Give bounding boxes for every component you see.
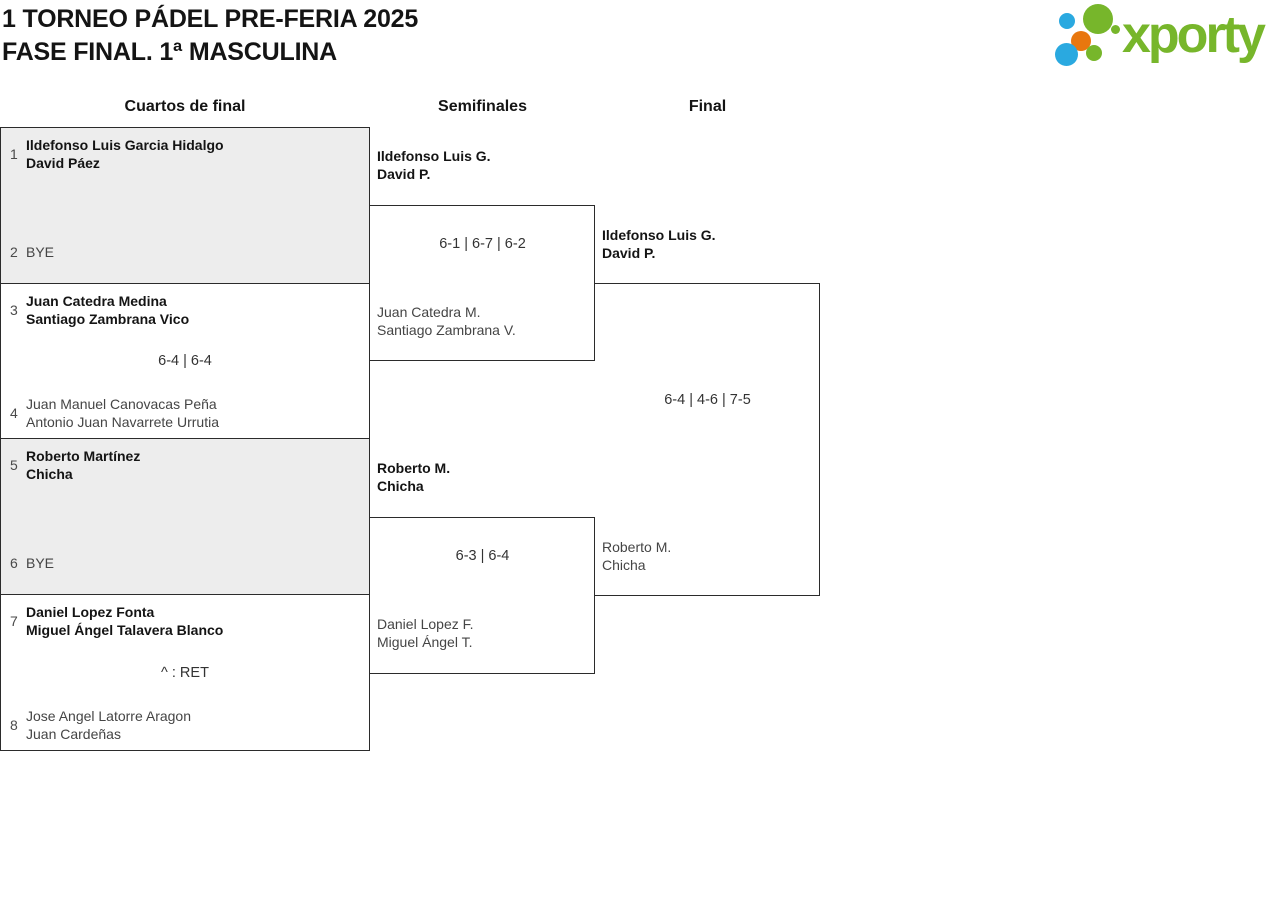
seed-number: 4 [10,405,18,421]
player-name: Santiago Zambrana Vico [26,311,190,327]
advancing-team-label: Juan Catedra M. Santiago Zambrana V. [377,303,516,339]
seed-number: 1 [10,146,18,162]
player-name: Roberto M. [377,460,451,476]
match-score: ^ : RET [161,665,209,681]
advancing-team-label: Ildefonso Luis G. David P. [377,147,491,183]
participant-pair: 7 Daniel Lopez Fonta Miguel Ángel Talave… [10,603,361,639]
match-score: 6-4 | 4-6 | 7-5 [664,392,751,408]
match-score: 6-3 | 6-4 [455,548,510,564]
participant-pair: 2 BYE [10,243,361,261]
player-name: Antonio Juan Navarrete Urrutia [26,414,219,430]
team-names: Jose Angel Latorre Aragon Juan Cardeñas [26,707,191,743]
match-quarterfinal-1: 1 Ildefonso Luis Garcia Hidalgo David Pá… [0,127,370,284]
player-name: Daniel Lopez Fonta [26,604,155,620]
player-name: Juan Cardeñas [26,726,121,742]
team-names: BYE [26,554,54,572]
participant-pair: 5 Roberto Martínez Chicha [10,447,361,483]
seed-number: 2 [10,244,18,260]
xporty-logo[interactable]: xporty [1050,0,1278,70]
team-names: BYE [26,243,54,261]
column-header-quarterfinals: Cuartos de final [124,98,246,115]
player-name: Jose Angel Latorre Aragon [26,708,192,724]
participant-pair: 8 Jose Angel Latorre Aragon Juan Cardeña… [10,707,361,743]
player-name: Miguel Ángel T. [377,634,473,650]
player-name: Ildefonso Luis G. [377,148,491,164]
logo-dot-icon [1086,45,1102,61]
player-name: Chicha [602,557,646,573]
participant-pair: 6 BYE [10,554,361,572]
team-names: Ildefonso Luis Garcia Hidalgo David Páez [26,136,224,172]
advancing-team-label: Roberto M. Chicha [602,538,671,574]
logo-wordmark: xporty [1122,6,1266,64]
player-name: Roberto M. [602,539,672,555]
match-semifinal-1 [370,205,595,361]
player-name: Ildefonso Luis Garcia Hidalgo [26,137,224,153]
player-name: Ildefonso Luis G. [602,227,716,243]
player-name: Juan Manuel Canovacas Peña [26,396,217,412]
seed-number: 3 [10,302,18,318]
match-quarterfinal-2: 3 Juan Catedra Medina Santiago Zambrana … [0,283,370,439]
player-name: David P. [377,166,431,182]
match-semifinal-2 [370,517,595,674]
seed-number: 8 [10,717,18,733]
player-name: Daniel Lopez F. [377,616,474,632]
player-name: BYE [26,555,55,571]
team-names: Roberto Martínez Chicha [26,447,140,483]
match-quarterfinal-3: 5 Roberto Martínez Chicha 6 BYE [0,438,370,595]
participant-pair: 1 Ildefonso Luis Garcia Hidalgo David Pá… [10,136,361,172]
team-names: Juan Catedra Medina Santiago Zambrana Vi… [26,292,189,328]
logo-dot-icon [1083,4,1113,34]
player-name: David Páez [26,155,100,171]
seed-number: 6 [10,555,18,571]
participant-pair: 4 Juan Manuel Canovacas Peña Antonio Jua… [10,395,361,431]
advancing-team-label: Daniel Lopez F. Miguel Ángel T. [377,615,474,651]
match-quarterfinal-4: 7 Daniel Lopez Fonta Miguel Ángel Talave… [0,594,370,751]
player-name: David P. [602,245,656,261]
participant-pair: 3 Juan Catedra Medina Santiago Zambrana … [10,292,361,328]
logo-dot-icon [1111,25,1120,34]
phase-subtitle: FASE FINAL. 1ª MASCULINA [2,38,338,66]
player-name: Roberto Martínez [26,448,141,464]
match-final [595,283,820,596]
player-name: Miguel Ángel Talavera Blanco [26,622,224,638]
column-header-final: Final [688,98,727,115]
advancing-team-label: Ildefonso Luis G. David P. [602,226,716,262]
player-name: Juan Catedra Medina [26,293,167,309]
logo-dot-icon [1059,13,1075,29]
tournament-title: 1 TORNEO PÁDEL PRE-FERIA 2025 [2,5,419,33]
match-score: 6-1 | 6-7 | 6-2 [439,236,526,252]
player-name: Juan Catedra M. [377,304,481,320]
team-names: Juan Manuel Canovacas Peña Antonio Juan … [26,395,219,431]
player-name: BYE [26,244,55,260]
seed-number: 7 [10,613,18,629]
page-title: 1 TORNEO PÁDEL PRE-FERIA 2025 FASE FINAL… [2,3,418,69]
player-name: Chicha [26,466,73,482]
player-name: Santiago Zambrana V. [377,322,516,338]
team-names: Daniel Lopez Fonta Miguel Ángel Talavera… [26,603,223,639]
logo-dot-icon [1071,31,1091,51]
player-name: Chicha [377,478,424,494]
seed-number: 5 [10,457,18,473]
match-score: 6-4 | 6-4 [158,353,212,369]
column-header-semifinals: Semifinales [438,98,527,115]
logo-dot-icon [1055,43,1078,66]
advancing-team-label: Roberto M. Chicha [377,459,450,495]
